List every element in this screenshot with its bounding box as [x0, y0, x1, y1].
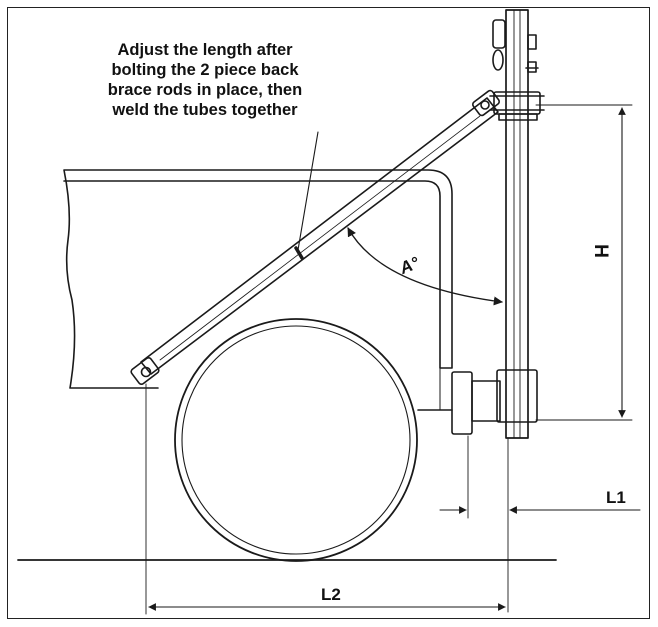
small-bracket-2	[527, 61, 537, 73]
instruction-note: Adjust the length after bolting the 2 pi…	[70, 40, 340, 120]
note-line: bolting the 2 piece back	[111, 61, 299, 79]
clamp-plate	[498, 113, 538, 121]
note-line: weld the tubes together	[112, 101, 298, 119]
brace-rod-centerline	[159, 115, 481, 361]
l1-label: L1	[606, 488, 626, 507]
back-brace-rod	[140, 97, 499, 375]
brace-joint-mark	[294, 246, 304, 260]
eye-bolt	[492, 49, 504, 71]
brace-end-upper	[472, 89, 500, 117]
l2-label: L2	[321, 585, 341, 604]
mast-base-block	[496, 369, 538, 423]
height-label: H	[589, 244, 611, 258]
vehicle-body	[63, 169, 453, 389]
top-bracket	[492, 19, 506, 49]
note-line: brace rods in place, then	[107, 81, 303, 99]
wheel-outer	[174, 318, 418, 562]
brace-pin-lower	[140, 366, 152, 378]
wheel-inner	[181, 325, 411, 555]
small-bracket	[527, 34, 537, 50]
note-line: Adjust the length after	[117, 41, 293, 59]
angle-arc	[347, 227, 503, 306]
note-leader-line	[297, 131, 319, 251]
receiver-tube	[471, 380, 501, 422]
brace-end-lower	[130, 356, 160, 386]
brace-pin-upper	[480, 100, 490, 110]
hitch-block	[451, 371, 473, 435]
diagram-frame	[7, 7, 650, 619]
vertical-mast	[505, 9, 529, 439]
